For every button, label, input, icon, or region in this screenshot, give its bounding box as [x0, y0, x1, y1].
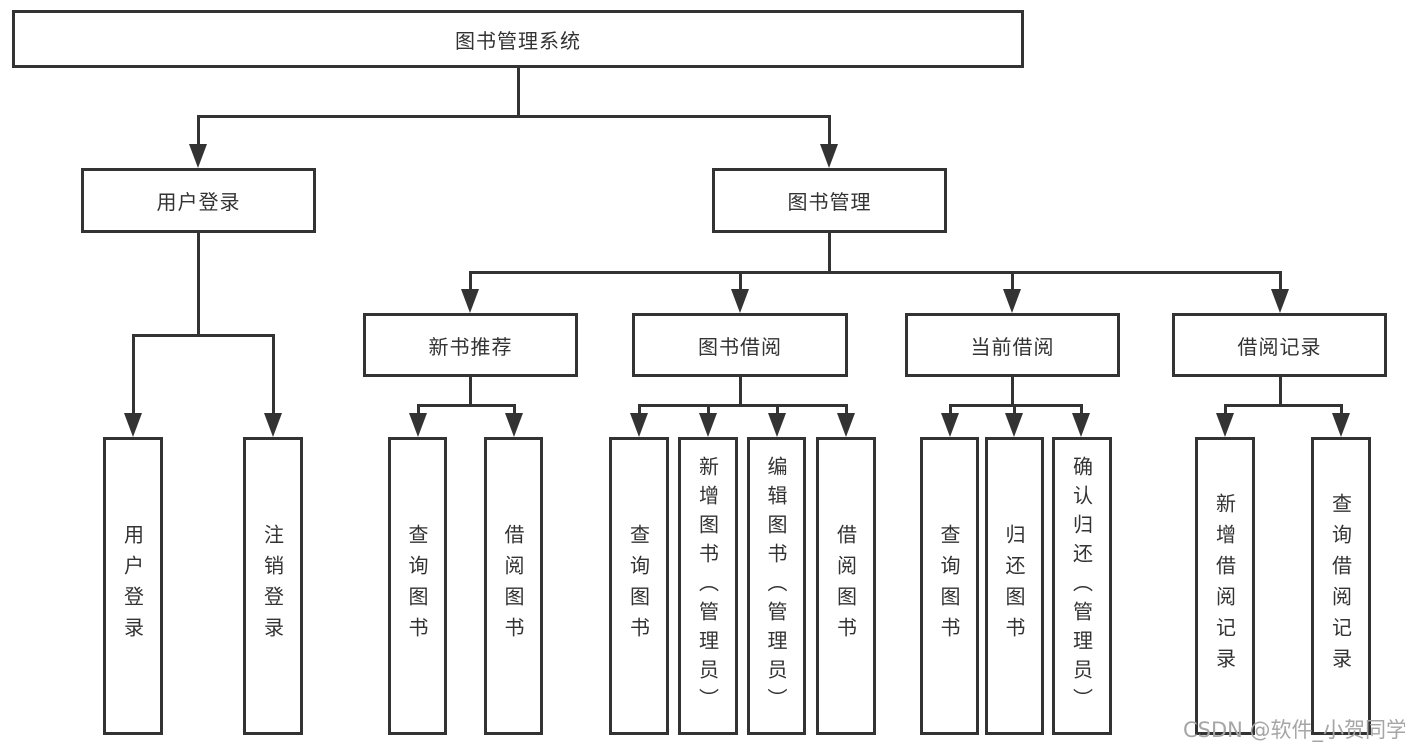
connector-line: [469, 375, 472, 407]
arrowhead: [409, 413, 427, 437]
leaf-query-books-current: 查询图书: [920, 437, 979, 735]
arrowhead: [699, 413, 717, 437]
connector-line: [197, 115, 831, 118]
leaf-user-login: 用户登录: [103, 437, 163, 735]
leaf-label: 新增借阅记录: [1212, 493, 1237, 679]
arrowhead: [630, 413, 648, 437]
leaf-query-borrow-record: 查询借阅记录: [1311, 437, 1371, 735]
leaf-add-borrow-record: 新增借阅记录: [1195, 437, 1255, 735]
connector-line: [707, 404, 710, 418]
node-borrow-records: 借阅记录: [1172, 313, 1387, 377]
leaf-borrow-books: 借阅图书: [816, 437, 876, 735]
connector-line: [1224, 404, 1343, 407]
arrowhead: [1003, 289, 1021, 313]
node-current-borrowing: 当前借阅: [905, 313, 1120, 377]
node-label: 当前借阅: [970, 334, 1055, 359]
arrowhead: [941, 413, 959, 437]
leaf-logout: 注销登录: [243, 437, 303, 735]
arrowhead: [1332, 413, 1350, 437]
connector-line: [949, 404, 1083, 407]
leaf-label: 新增图书（管理员）: [695, 455, 720, 717]
node-label: 图书借阅: [698, 334, 782, 359]
connector-line: [417, 404, 516, 407]
leaf-add-books-admin: 新增图书（管理员）: [678, 437, 738, 735]
leaf-edit-books-admin: 编辑图书（管理员）: [747, 437, 806, 735]
csdn-watermark: CSDN @软件_小贺同学: [1183, 718, 1405, 742]
connector-line: [739, 271, 742, 295]
leaf-label: 查询图书: [405, 524, 429, 648]
connector-line: [469, 271, 1282, 274]
node-label: 新书推荐: [428, 334, 513, 359]
arrowhead: [1072, 413, 1090, 437]
connector-line: [1011, 375, 1014, 407]
connector-line: [513, 404, 516, 418]
arrowhead: [820, 144, 838, 168]
connector-line: [828, 115, 831, 148]
arrowhead: [124, 413, 142, 437]
leaf-query-books-recommend: 查询图书: [388, 437, 447, 735]
connector-line: [132, 334, 135, 418]
node-book-management: 图书管理: [712, 168, 947, 233]
connector-line: [949, 404, 952, 418]
leaf-label: 查询借阅记录: [1328, 493, 1353, 679]
connector-line: [638, 404, 848, 407]
connector-line: [1279, 271, 1282, 295]
node-label: 用户登录: [156, 190, 241, 214]
arrowhead: [731, 289, 749, 313]
leaf-borrow-books-recommend: 借阅图书: [484, 437, 543, 735]
leaf-label: 注销登录: [260, 524, 285, 648]
connector-line: [638, 404, 641, 418]
node-library-system: 图书管理系统: [12, 10, 1024, 68]
connector-line: [417, 404, 420, 418]
arrowhead: [505, 413, 523, 437]
leaf-label: 借阅图书: [833, 524, 858, 648]
connector-line: [517, 67, 520, 118]
leaf-query-books-borrow: 查询图书: [609, 437, 669, 735]
arrowhead: [1216, 413, 1234, 437]
arrowhead: [264, 413, 282, 437]
node-book-borrowing: 图书借阅: [632, 313, 848, 377]
connector-line: [776, 404, 779, 418]
arrowhead: [1271, 289, 1289, 313]
leaf-label: 借阅图书: [501, 524, 525, 648]
node-label: 图书管理: [787, 190, 872, 214]
connector-line: [197, 115, 200, 148]
leaf-label: 编辑图书（管理员）: [764, 455, 788, 717]
leaf-label: 用户登录: [120, 524, 145, 648]
connector-line: [197, 231, 200, 336]
connector-line: [1279, 375, 1282, 407]
arrowhead: [1005, 413, 1023, 437]
node-label: 图书管理系统: [455, 28, 581, 53]
connector-line: [1013, 404, 1016, 418]
node-new-book-recommend: 新书推荐: [363, 313, 578, 377]
arrowhead: [189, 144, 207, 168]
connector-line: [739, 375, 742, 407]
leaf-label: 确认归还（管理员）: [1069, 455, 1094, 717]
connector-line: [1011, 271, 1014, 295]
connector-line: [1340, 404, 1343, 418]
arrowhead: [768, 413, 786, 437]
connector-line: [469, 271, 472, 295]
connector-line: [828, 231, 831, 274]
connector-line: [1224, 404, 1227, 418]
connector-line: [132, 334, 275, 337]
leaf-return-books: 归还图书: [985, 437, 1044, 735]
leaf-label: 查询图书: [626, 524, 651, 648]
connector-line: [1080, 404, 1083, 418]
arrowhead: [461, 289, 479, 313]
leaf-label: 归还图书: [1002, 524, 1026, 648]
connector-line: [272, 334, 275, 418]
leaf-confirm-return-admin: 确认归还（管理员）: [1052, 437, 1112, 735]
node-user-login: 用户登录: [81, 168, 316, 233]
arrowhead: [837, 413, 855, 437]
node-label: 借阅记录: [1237, 334, 1322, 359]
connector-line: [845, 404, 848, 418]
leaf-label: 查询图书: [937, 524, 961, 648]
